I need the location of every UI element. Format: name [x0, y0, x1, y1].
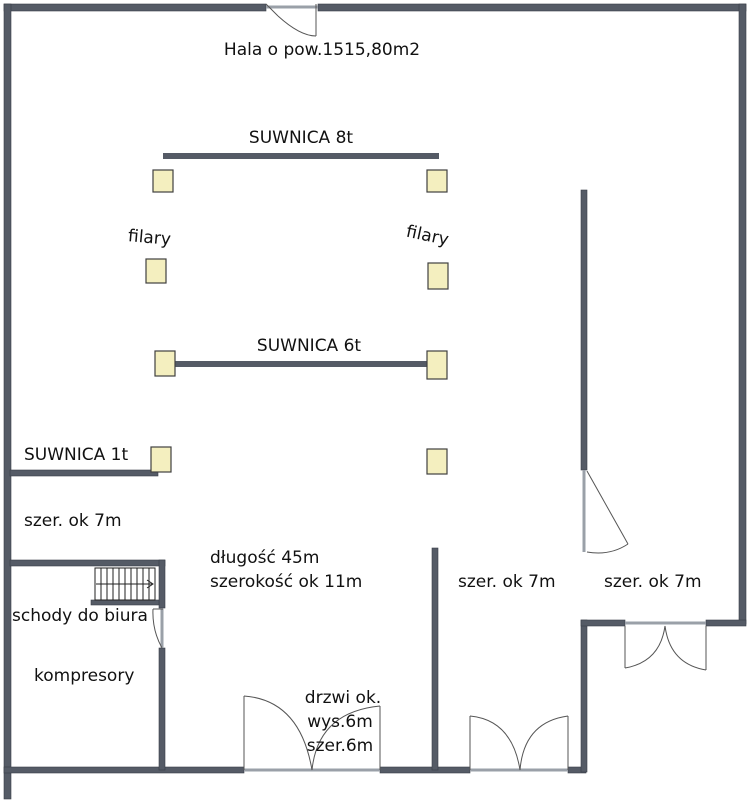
pillars — [145, 169, 449, 475]
crane-6t-rail — [170, 361, 432, 367]
pillar — [154, 350, 176, 377]
wall-right-bay-bottom-left — [580, 619, 626, 627]
crane-8t-label: SUWNICA 8t — [248, 128, 354, 148]
width-middle-label: szer. ok 7m — [458, 572, 556, 592]
door-right-bay-bottom — [624, 621, 707, 671]
stairs-arrowhead — [146, 579, 154, 589]
hall-area-label: Hala o pow.1515,80m2 — [223, 40, 421, 60]
wall-room-stairs-bottom — [90, 599, 160, 606]
pillar — [426, 448, 448, 475]
length-label: długość 45m — [210, 548, 320, 568]
width-right-label: szer. ok 7m — [604, 572, 702, 592]
pillars-left-label: filary — [127, 226, 172, 250]
wall-right-bay-upper — [580, 189, 588, 471]
crane-6t-label: SUWNICA 6t — [256, 336, 362, 356]
wall-crane-1t-rail — [9, 469, 159, 477]
width-main-label: szerokość ok 11m — [210, 572, 363, 592]
pillar — [152, 169, 174, 193]
wall-bottom-mid — [379, 766, 471, 774]
wall-right-bay-bottom-right — [705, 619, 747, 627]
pillar — [426, 169, 448, 193]
door-size-line1: drzwi ok. — [304, 688, 382, 708]
pillar — [150, 446, 172, 473]
door-bottom-left — [243, 695, 381, 772]
doors — [152, 3, 707, 772]
pillar — [145, 258, 167, 284]
stairs-label: schody do biura — [12, 606, 148, 626]
wall-right — [738, 3, 747, 625]
width-left-label: szer. ok 7m — [24, 511, 122, 531]
crane-8t-rail — [163, 153, 439, 159]
door-size-line2: wys.6m — [307, 712, 373, 732]
wall-room-right-upper — [158, 559, 166, 609]
stairs — [94, 567, 156, 601]
wall-top-right — [317, 3, 747, 12]
compressors-label: kompresory — [34, 666, 135, 686]
wall-bottom-left — [3, 766, 245, 774]
wall-middle-partition — [431, 547, 439, 771]
wall-room-right-lower — [158, 647, 166, 771]
cranes — [163, 153, 439, 367]
pillar — [426, 350, 448, 380]
walls — [3, 3, 747, 800]
wall-right-bay-lower — [580, 619, 588, 773]
wall-room-top — [9, 559, 166, 567]
door-top — [265, 3, 318, 37]
pillar — [427, 262, 449, 290]
crane-1t-label: SUWNICA 1t — [24, 445, 129, 465]
wall-left — [3, 3, 12, 800]
door-stairs-room — [152, 608, 164, 649]
wall-top-left — [3, 3, 267, 12]
door-bottom-right — [469, 715, 569, 772]
door-size-line3: szer.6m — [306, 736, 374, 756]
door-right-bay — [582, 470, 629, 554]
